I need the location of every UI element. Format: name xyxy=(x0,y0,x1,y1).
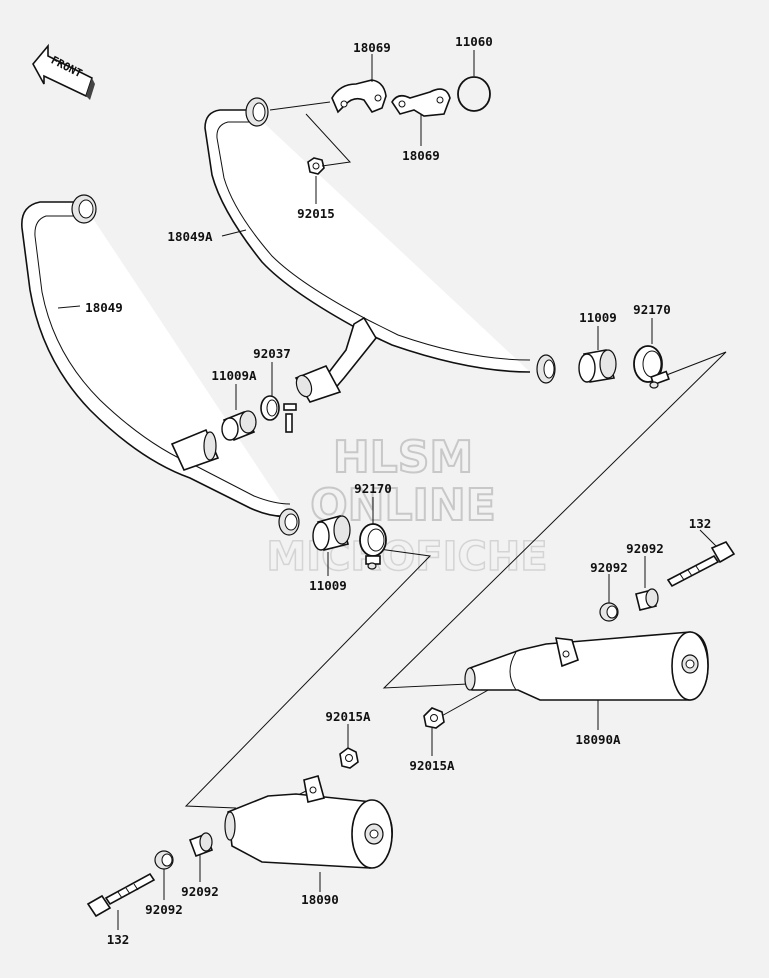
label-11009-mid: 11009 xyxy=(309,578,347,593)
label-11009A: 11009A xyxy=(211,368,257,383)
label-11009-right: 11009 xyxy=(579,310,617,325)
collar-11009-mid xyxy=(312,515,351,551)
pipe-18049A xyxy=(204,97,556,403)
watermark: HLSM ONLINE MICROFICHE xyxy=(266,431,549,581)
label-18049A: 18049A xyxy=(167,229,213,244)
label-132-right: 132 xyxy=(689,516,712,531)
collar-92092-left-small xyxy=(154,850,174,870)
collar-92092-left-large xyxy=(188,832,214,858)
label-18069-top: 18069 xyxy=(353,40,391,55)
label-92092-left-2: 92092 xyxy=(145,902,183,917)
nut-92015A-right xyxy=(423,707,445,729)
label-92015A-left: 92015A xyxy=(325,709,371,724)
collar-92092-right-small xyxy=(599,602,619,622)
clamp-92170-right xyxy=(633,345,670,389)
collar-11009A xyxy=(221,410,257,442)
label-92015: 92015 xyxy=(297,206,335,221)
label-18090A: 18090A xyxy=(575,732,621,747)
bolt-132-right xyxy=(666,541,736,588)
label-92092-left-1: 92092 xyxy=(181,884,219,899)
nut-92015 xyxy=(307,157,325,175)
gasket-18069-bottom xyxy=(391,88,451,117)
collar-11009-right xyxy=(578,349,617,383)
part-labels: 18069 11060 18069 92015 18049A 18049 920… xyxy=(85,34,711,947)
label-92037: 92037 xyxy=(253,346,291,361)
pipe-18049 xyxy=(21,194,300,536)
label-18069-bottom: 18069 xyxy=(402,148,440,163)
watermark-line3: MICROFICHE xyxy=(266,534,547,580)
label-92015A-right: 92015A xyxy=(409,758,455,773)
gasket-18069-top xyxy=(331,79,387,114)
bolt-132-left xyxy=(86,872,156,918)
front-arrow-icon: FRONT xyxy=(32,43,95,100)
label-18049: 18049 xyxy=(85,300,123,315)
label-92170-right: 92170 xyxy=(633,302,671,317)
nut-92015A-left xyxy=(339,747,359,769)
label-11060: 11060 xyxy=(455,34,493,49)
clamp-92170-mid xyxy=(359,523,387,570)
collar-92092-right-large xyxy=(635,588,659,611)
label-92092-right-2: 92092 xyxy=(590,560,628,575)
muffler-18090A xyxy=(464,631,709,701)
gasket-92037 xyxy=(260,395,297,433)
label-92170-mid: 92170 xyxy=(354,481,392,496)
label-18090: 18090 xyxy=(301,892,339,907)
label-92092-right-1: 92092 xyxy=(626,541,664,556)
label-132-left: 132 xyxy=(107,932,130,947)
muffler-18090 xyxy=(224,775,393,869)
gasket-ring-11060 xyxy=(457,76,491,112)
watermark-line1: HLSM xyxy=(333,432,473,483)
